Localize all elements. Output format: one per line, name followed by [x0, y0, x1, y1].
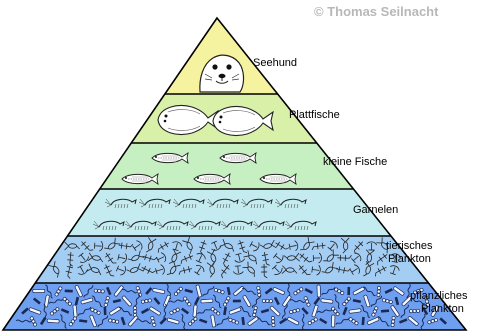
label-garnelen: Garnelen: [353, 204, 398, 216]
phytoplankton: [65, 289, 73, 292]
phytoplankton: [94, 289, 104, 293]
label-plattfische: Plattfische: [289, 109, 340, 121]
phytoplankton: [271, 316, 275, 326]
label-kleine-fische: kleine Fische: [323, 156, 387, 168]
phytoplankton: [47, 319, 59, 323]
phytoplankton: [331, 315, 335, 327]
phytoplankton: [262, 299, 272, 303]
phytoplankton: [347, 287, 350, 295]
phytoplankton: [317, 285, 321, 297]
label-pflanzliches-plankton: Plankton: [421, 303, 464, 315]
label-seehund: Seehund: [253, 57, 297, 69]
band-garnelen: [67, 189, 391, 236]
phytoplankton: [409, 309, 419, 313]
phytoplankton: [33, 289, 45, 292]
phytoplankton: [233, 300, 241, 303]
phytoplankton: [377, 286, 381, 296]
label-tierisches-plankton: Plankton: [388, 253, 431, 265]
label-tierisches: tierisches: [386, 240, 432, 252]
phytoplankton: [104, 307, 107, 315]
phytoplankton: [201, 299, 213, 303]
copyright-notice: © Thomas Seilnacht: [314, 4, 438, 19]
phytoplankton: [133, 306, 136, 316]
label-pflanzliches: pflanzliches: [410, 290, 467, 302]
